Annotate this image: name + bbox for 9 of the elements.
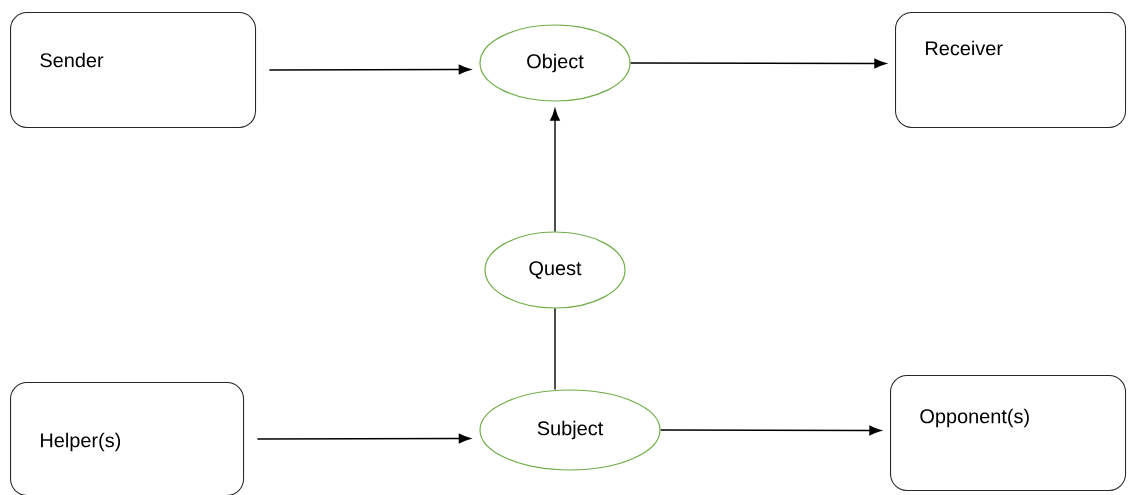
role-box: Sender — [10, 12, 257, 129]
arrow — [550, 108, 560, 233]
arrow — [659, 425, 882, 436]
role-box: Receiver — [895, 12, 1127, 129]
arrow — [268, 64, 471, 75]
arrow — [256, 433, 471, 444]
role-box: Opponent(s) — [890, 375, 1127, 492]
role-box: Helper(s) — [10, 382, 245, 495]
arrow — [629, 58, 887, 69]
